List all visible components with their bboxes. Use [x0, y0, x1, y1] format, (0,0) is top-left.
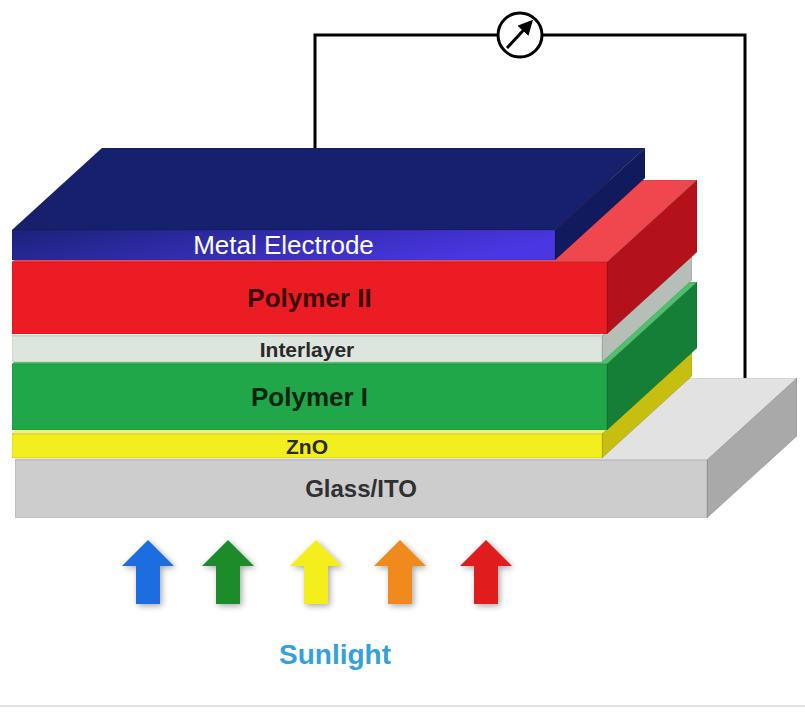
layer-label: ZnO — [286, 436, 328, 457]
slab-face: Polymer I — [12, 364, 607, 430]
layer-label: Polymer II — [247, 285, 371, 311]
sun-ray-arrow — [290, 540, 342, 604]
slab-top — [12, 180, 697, 262]
baseline-rule — [0, 705, 805, 707]
sun-ray-arrow — [374, 540, 426, 604]
slab-front — [12, 230, 555, 260]
slab-front — [12, 336, 602, 362]
slab-front — [15, 460, 707, 518]
layer-label: Interlayer — [260, 339, 355, 360]
sun-ray-arrow — [122, 540, 174, 604]
slab-face: Interlayer — [12, 336, 602, 362]
slab-front — [12, 262, 607, 334]
slab-top — [12, 254, 692, 336]
slab-front — [12, 434, 602, 458]
slab-face: Glass/ITO — [15, 460, 707, 518]
slab-top — [12, 352, 692, 434]
slab-top — [15, 378, 797, 460]
slab-top — [12, 148, 645, 230]
meter-circle — [498, 13, 542, 57]
caption-label: Sunlight — [279, 639, 391, 671]
slab-top — [12, 282, 697, 364]
layer-label: Metal Electrode — [193, 232, 374, 258]
slab-face: Polymer II — [12, 262, 607, 334]
layer-slab: Metal Electrode — [12, 148, 645, 260]
sun-ray-arrow — [202, 540, 254, 604]
slab-front — [12, 364, 607, 430]
sun-ray-arrow — [460, 540, 512, 604]
meter-needle — [507, 22, 531, 48]
slab-face: Metal Electrode — [12, 230, 555, 260]
slab-face: ZnO — [12, 434, 602, 458]
slab-side — [707, 378, 797, 518]
layer-label: Glass/ITO — [305, 477, 417, 501]
layer-label: Polymer I — [251, 384, 368, 410]
